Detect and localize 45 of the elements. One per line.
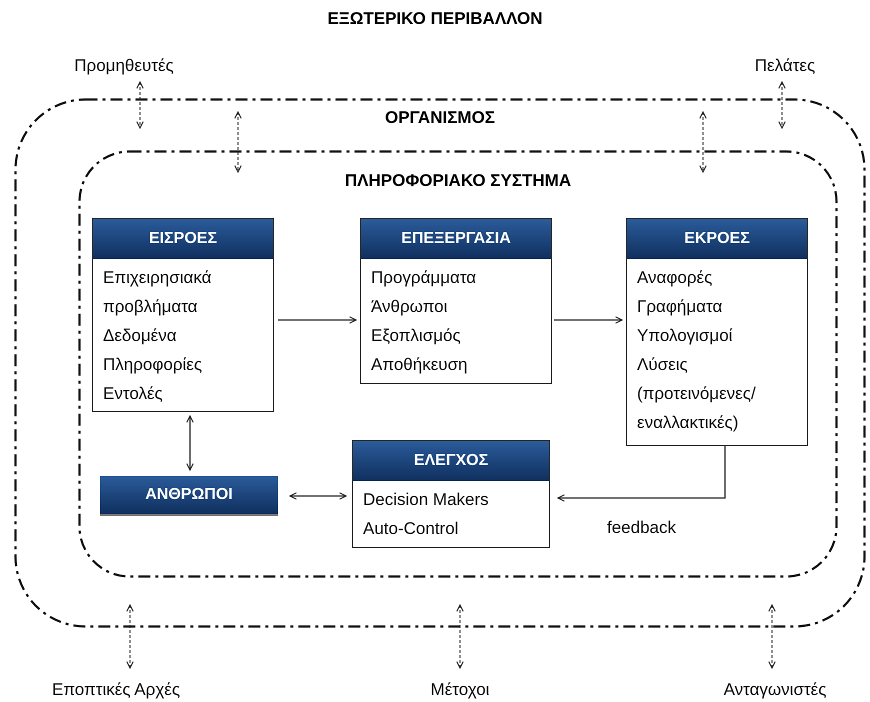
arrow <box>557 446 726 502</box>
process-box <box>352 440 550 548</box>
list-item: Άνθρωποι <box>371 296 448 318</box>
list-item: Auto-Control <box>363 518 460 540</box>
arrow <box>768 604 776 669</box>
list-item: Δεδομένα <box>103 325 178 347</box>
stakeholder-label: Πελάτες <box>744 54 826 78</box>
organization-boundary <box>14 98 866 628</box>
box-header: ΕΠΕΞΕΡΓΑΣΙΑ <box>361 219 551 259</box>
list-item: Λύσεις (προτεινόμενες/ εναλλακτικές) <box>637 354 757 434</box>
process-box <box>360 218 552 384</box>
list-item: Υπολογισμοί <box>637 325 734 347</box>
arrow <box>554 316 623 324</box>
list-item: Αποθήκευση <box>371 354 469 376</box>
section-heading: ΠΛΗΡΟΦΟΡΙΑΚΟ ΣΥΣΤΗΜΑ <box>344 170 572 192</box>
list-item: Αναφορές <box>637 267 714 289</box>
list-item: Decision Makers <box>363 489 490 511</box>
arrow <box>186 415 194 471</box>
arrow <box>456 604 464 669</box>
diagram-title: ΕΞΩΤΕΡΙΚΟ ΠΕΡΙΒΑΛΛΟΝ <box>327 8 543 30</box>
arrow <box>278 316 357 324</box>
stakeholder-label: Εποπτικές Αρχές <box>28 678 204 702</box>
arrow <box>234 111 242 173</box>
list-item: Γραφήματα <box>637 296 724 318</box>
arrow <box>289 492 347 500</box>
section-heading: ΟΡΓΑΝΙΣΜΟΣ <box>385 107 495 129</box>
system-boundary <box>78 150 838 578</box>
stakeholder-label: Ανταγωνιστές <box>700 678 850 702</box>
arrow <box>136 81 144 129</box>
box-header: ΕΛΕΓΧΟΣ <box>353 441 549 481</box>
list-item: Επιχειρησιακά προβλήματα <box>103 267 212 318</box>
process-box <box>626 218 808 446</box>
arrow <box>699 111 707 173</box>
header-box: ΑΝΘΡΩΠΟΙ <box>100 476 278 516</box>
list-item: Πληροφορίες <box>103 354 204 376</box>
list-item: Εντολές <box>103 383 164 405</box>
list-item: Προγράμματα <box>371 267 478 289</box>
box-header: ΕΚΡΟΕΣ <box>627 219 807 259</box>
process-box <box>92 218 274 412</box>
list-item: Εξοπλισμός <box>371 325 462 347</box>
arrow <box>126 604 134 669</box>
box-header: ΕΙΣΡΟΕΣ <box>93 219 273 259</box>
arrow <box>778 81 786 129</box>
stakeholder-label: Μέτοχοι <box>415 678 505 702</box>
stakeholder-label: Προμηθευτές <box>49 54 199 78</box>
